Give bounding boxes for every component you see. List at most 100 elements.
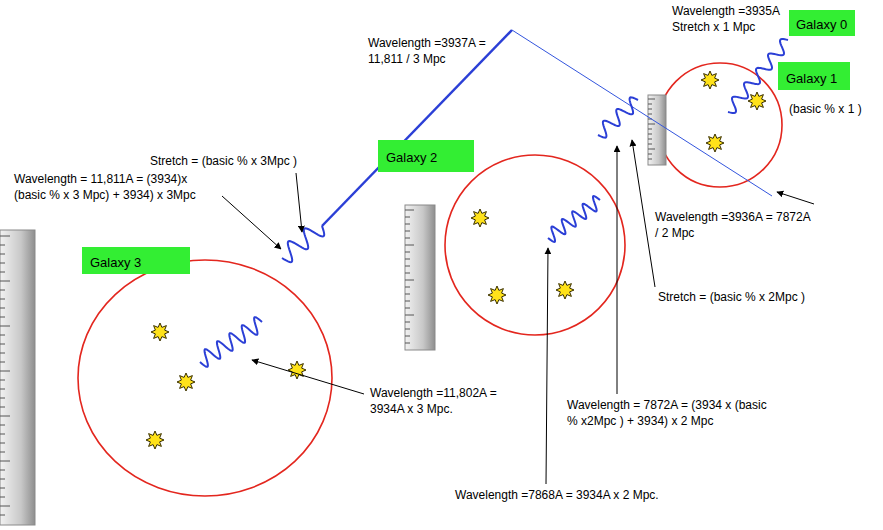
star: [488, 286, 506, 304]
ruler-tick: [0, 497, 5, 498]
ruler-tick: [0, 326, 10, 327]
ruler-tick: [405, 343, 410, 344]
ruler-tick: [0, 236, 10, 237]
ruler-tick: [405, 315, 414, 316]
ruler-tick: [0, 353, 5, 354]
ruler-tick: [405, 280, 414, 281]
leader-arrow: [296, 173, 302, 232]
galaxy-name: Galaxy 2: [386, 150, 437, 166]
ruler-tick: [405, 217, 410, 218]
ruler-tick: [405, 266, 410, 267]
ruler-tick: [405, 224, 410, 225]
formula-note: Wavelength =7868A = 3934A x 2 Mpc.: [455, 488, 659, 504]
star: [748, 92, 766, 110]
galaxy-name: Galaxy 3: [90, 255, 141, 271]
ruler-tick: [0, 443, 5, 444]
leader-arrow: [222, 196, 281, 249]
galaxy-circle: [445, 155, 625, 335]
ruler-tick: [0, 335, 5, 336]
ruler-tick: [0, 407, 5, 408]
light-wave: [598, 97, 638, 137]
galaxy-box: Galaxy 2: [378, 140, 474, 172]
leader-arrow: [777, 192, 814, 204]
ruler-tick: [0, 506, 10, 507]
ruler-tick: [648, 154, 652, 155]
ruler-tick: [0, 272, 5, 273]
ruler-tick: [648, 139, 652, 140]
ruler-tick: [405, 245, 414, 246]
stars: [146, 71, 766, 449]
light-path: [322, 30, 512, 226]
formula-note: (basic % x 1 ): [789, 102, 862, 118]
formula-note: Wavelength = 7872A = (3934 x (basic % x2…: [567, 398, 777, 429]
formula-note: Wavelength =11,802A = 3934A x 3 Mpc.: [370, 386, 510, 417]
formula-note: Stretch = (basic % x 3Mpc ): [150, 154, 297, 170]
leader-lines: [222, 140, 814, 484]
ruler-tick: [0, 281, 10, 282]
star: [146, 431, 164, 449]
ruler-tick: [648, 109, 652, 110]
galaxy-box: Galaxy 3: [82, 247, 190, 274]
ruler-tick: [405, 301, 410, 302]
ruler-tick: [648, 159, 652, 160]
ruler-tick: [0, 425, 5, 426]
galaxy-name: Galaxy 0: [796, 17, 847, 33]
ruler-tick: [405, 210, 414, 211]
ruler-tick: [648, 99, 655, 100]
ruler: [405, 205, 435, 350]
ruler-tick: [405, 252, 410, 253]
ruler-tick: [405, 238, 410, 239]
ruler-tick: [405, 308, 410, 309]
formula-note: Wavelength =3935A Stretch x 1 Mpc: [672, 4, 790, 35]
ruler-tick: [0, 416, 10, 417]
ruler-tick: [0, 461, 10, 462]
ruler-tick: [0, 371, 10, 372]
ruler-tick: [0, 479, 5, 480]
ruler-tick: [648, 129, 652, 130]
formula-note: Wavelength = 11,811A = (3934)x (basic % …: [14, 172, 218, 203]
ruler-tick: [0, 308, 5, 309]
ruler-tick: [405, 287, 410, 288]
ruler-tick: [0, 380, 5, 381]
leader-arrow: [632, 140, 655, 287]
ruler-tick: [0, 254, 5, 255]
galaxy-name: Galaxy 1: [786, 71, 837, 87]
star: [556, 281, 574, 299]
ruler-tick: [0, 299, 5, 300]
ruler-tick: [0, 515, 5, 516]
light-wave: [200, 317, 262, 367]
ruler-tick: [648, 144, 652, 145]
ruler-tick: [0, 362, 5, 363]
light-waves: [200, 39, 788, 367]
ruler-tick: [0, 317, 5, 318]
ruler-tick: [405, 336, 410, 337]
star: [701, 71, 719, 89]
ruler-tick: [648, 149, 655, 150]
ruler-tick: [648, 124, 655, 125]
ruler-tick: [648, 104, 652, 105]
ruler-tick: [405, 231, 410, 232]
light-wave: [548, 196, 600, 242]
formula-note: Stretch = (basic % x 2Mpc ): [658, 290, 805, 306]
ruler: [0, 230, 35, 525]
leader-arrow: [546, 248, 548, 484]
ruler: [648, 95, 666, 165]
ruler-tick: [0, 389, 5, 390]
ruler-tick: [405, 329, 410, 330]
ruler-tick: [0, 344, 5, 345]
ruler-tick: [405, 259, 410, 260]
light-wave: [282, 226, 324, 262]
star: [706, 134, 724, 152]
formula-note: Wavelength =3936A = 7872A / 2 Mpc: [655, 210, 815, 241]
galaxy-box: Galaxy 0: [789, 10, 855, 36]
ruler-tick: [405, 322, 410, 323]
ruler-tick: [0, 398, 5, 399]
galaxy-box: Galaxy 1: [778, 62, 850, 90]
ruler-tick: [0, 470, 5, 471]
galaxy-circle: [658, 63, 782, 187]
ruler-tick: [0, 434, 5, 435]
ruler-tick: [0, 290, 5, 291]
formula-note: Wavelength =3937A = 11,811 / 3 Mpc: [368, 36, 498, 67]
ruler-tick: [648, 114, 652, 115]
